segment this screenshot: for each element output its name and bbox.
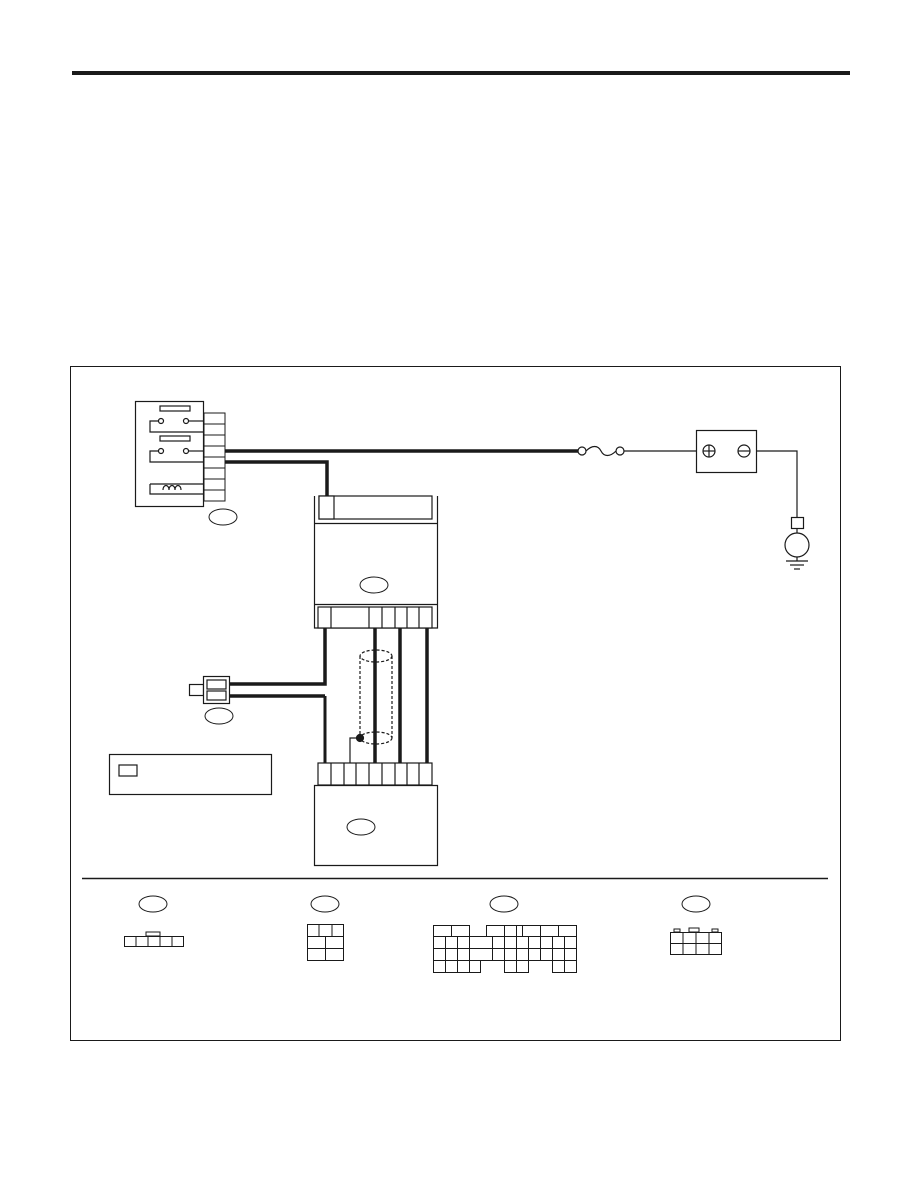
harness-wires-top: [225, 449, 580, 496]
battery-terminals-icon: [695, 429, 798, 517]
connector-view-3-tag: [489, 895, 519, 913]
relay-contact-2-icon: [149, 435, 204, 463]
connector-view-2: [307, 924, 344, 961]
shield-drain-wire: [349, 733, 365, 763]
relay-connector-tag: [208, 508, 238, 526]
ground-icon: [784, 516, 810, 570]
legend-box: [108, 753, 273, 796]
relay-coil-icon: [149, 483, 204, 495]
connector-view-4: [670, 927, 722, 955]
harness-wires-vertical: [230, 628, 429, 763]
diagram-frame: [70, 366, 841, 1041]
lower-module-tag: [346, 818, 376, 836]
connector-view-2-tag: [310, 895, 340, 913]
connector-view-1: [124, 931, 184, 947]
upper-module: [313, 495, 439, 629]
relay-contact-1-icon: [149, 405, 204, 433]
fuse-icon: [577, 445, 696, 457]
connector-view-1-tag: [138, 895, 168, 913]
lower-module: [313, 762, 439, 867]
sensor-plug: [188, 675, 231, 705]
upper-module-tag: [359, 576, 389, 594]
page-header-rule: [72, 71, 850, 75]
relay-connector: [203, 412, 226, 502]
connector-view-4-tag: [681, 895, 711, 913]
connector-view-3: [433, 925, 577, 973]
sensor-plug-tag: [204, 707, 234, 725]
relay-block: [134, 400, 226, 508]
